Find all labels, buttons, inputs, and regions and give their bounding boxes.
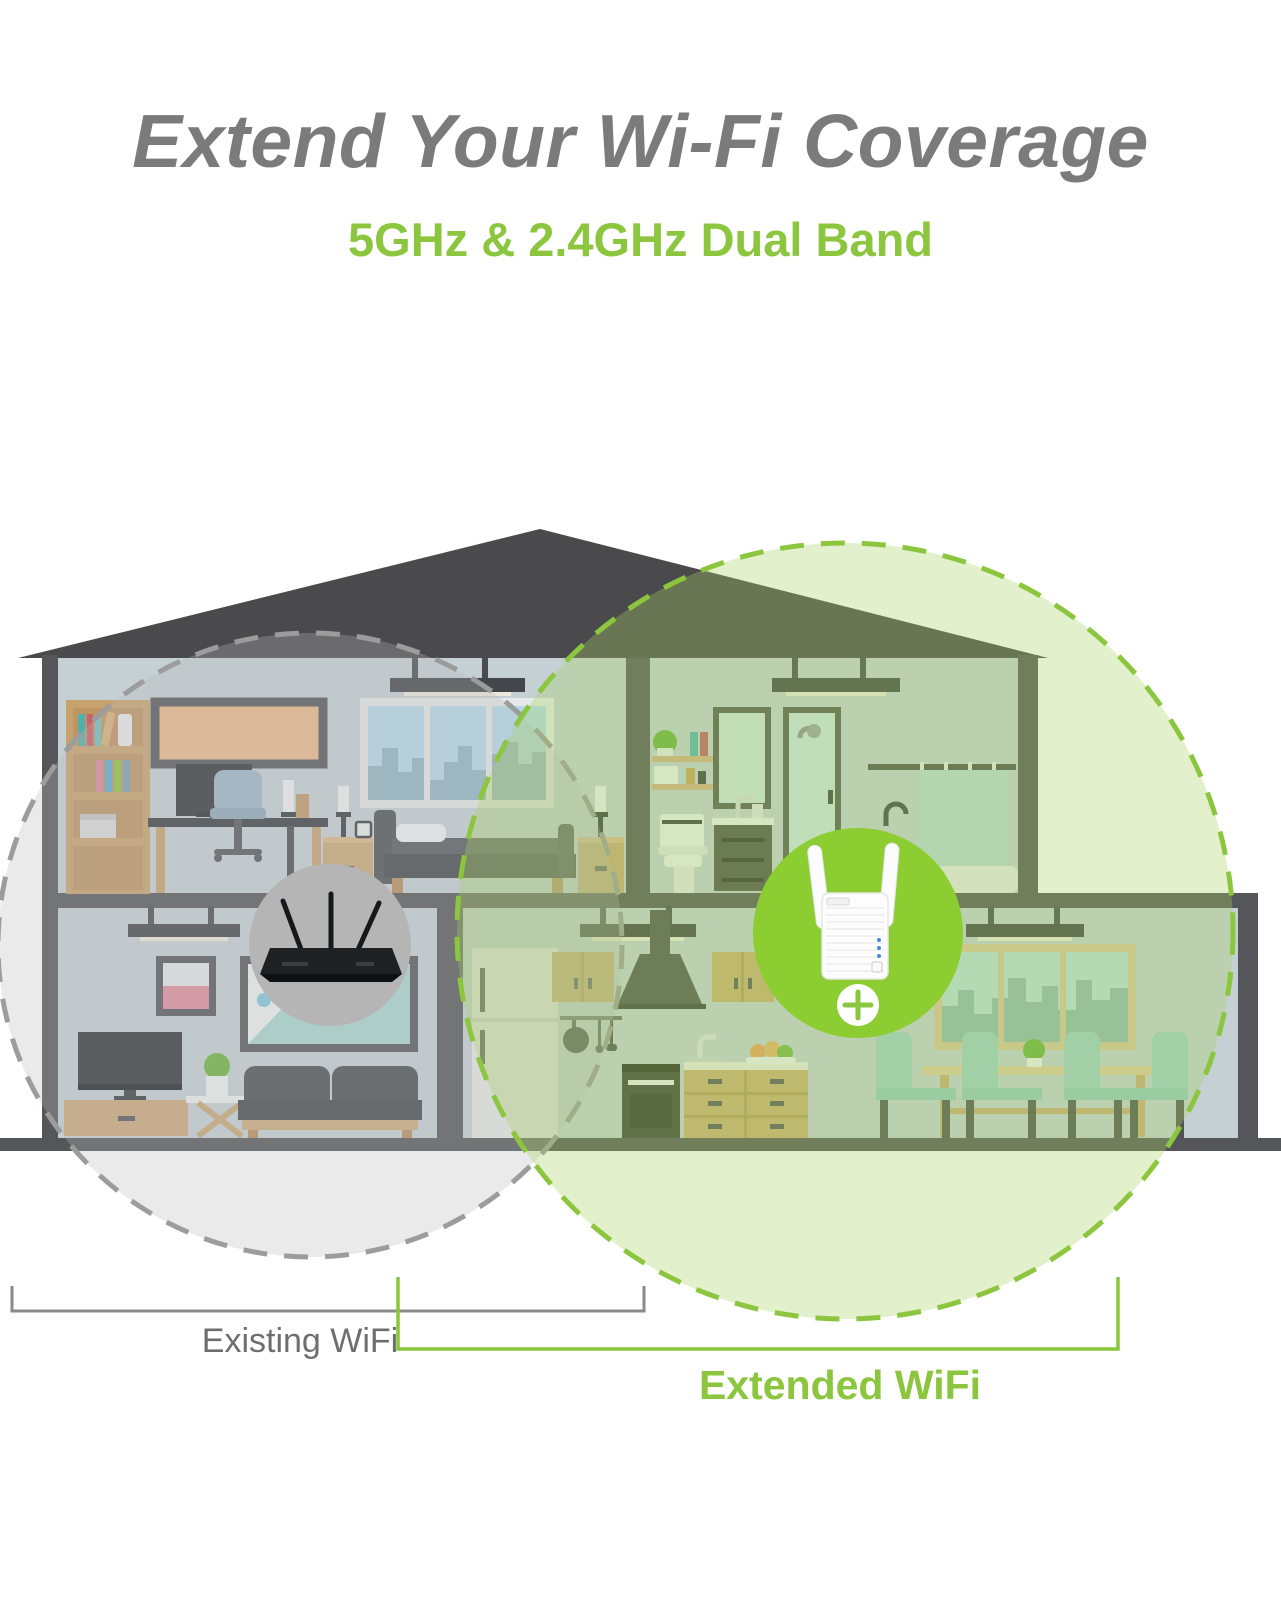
picture-frame bbox=[156, 956, 216, 1016]
led-indicators bbox=[877, 938, 881, 958]
stove bbox=[622, 1064, 680, 1138]
extender-badge bbox=[753, 828, 963, 1038]
dining-window bbox=[934, 944, 1136, 1050]
ground bbox=[0, 1138, 1281, 1151]
tv-cabinet bbox=[64, 1100, 188, 1136]
utensil-rail bbox=[560, 1016, 622, 1053]
ceiling-lamp-living bbox=[128, 906, 240, 941]
bed bbox=[374, 810, 576, 893]
vanity-mirror bbox=[712, 707, 774, 891]
wireless-router-icon bbox=[260, 891, 402, 982]
router-badge bbox=[249, 864, 411, 1026]
range-hood bbox=[614, 910, 706, 1009]
extended-wifi-bracket bbox=[396, 1277, 1120, 1351]
bookshelf bbox=[66, 700, 150, 894]
roof bbox=[18, 529, 1048, 658]
brand-label bbox=[826, 897, 850, 906]
dining-chairs bbox=[876, 1032, 1188, 1138]
office-chair bbox=[210, 770, 266, 862]
page-title: Extend Your Wi-Fi Coverage bbox=[132, 99, 1149, 183]
tv bbox=[78, 1032, 182, 1100]
plus-icon bbox=[837, 984, 879, 1026]
page-subtitle: 5GHz & 2.4GHz Dual Band bbox=[348, 213, 933, 266]
bathroom-shelves bbox=[652, 730, 716, 790]
kitchen-counter-drawers bbox=[684, 1034, 808, 1138]
existing-wifi-bracket bbox=[10, 1286, 646, 1313]
extended-wifi-label: Extended WiFi bbox=[698, 1362, 982, 1408]
sofa bbox=[238, 1066, 422, 1138]
fridge bbox=[472, 948, 558, 1138]
wps-button bbox=[871, 961, 883, 973]
pinboard bbox=[150, 697, 328, 769]
side-table-candle bbox=[268, 780, 314, 893]
fruit-bowl bbox=[746, 1041, 796, 1064]
toilet bbox=[658, 814, 708, 893]
side-table-plant bbox=[186, 1053, 252, 1139]
ceiling-lamp-bathroom bbox=[772, 658, 900, 696]
ceiling-lamp-dining bbox=[966, 906, 1084, 941]
existing-wifi-label: Existing WiFi bbox=[201, 1322, 399, 1360]
wifi-range-extender-icon bbox=[807, 842, 900, 980]
